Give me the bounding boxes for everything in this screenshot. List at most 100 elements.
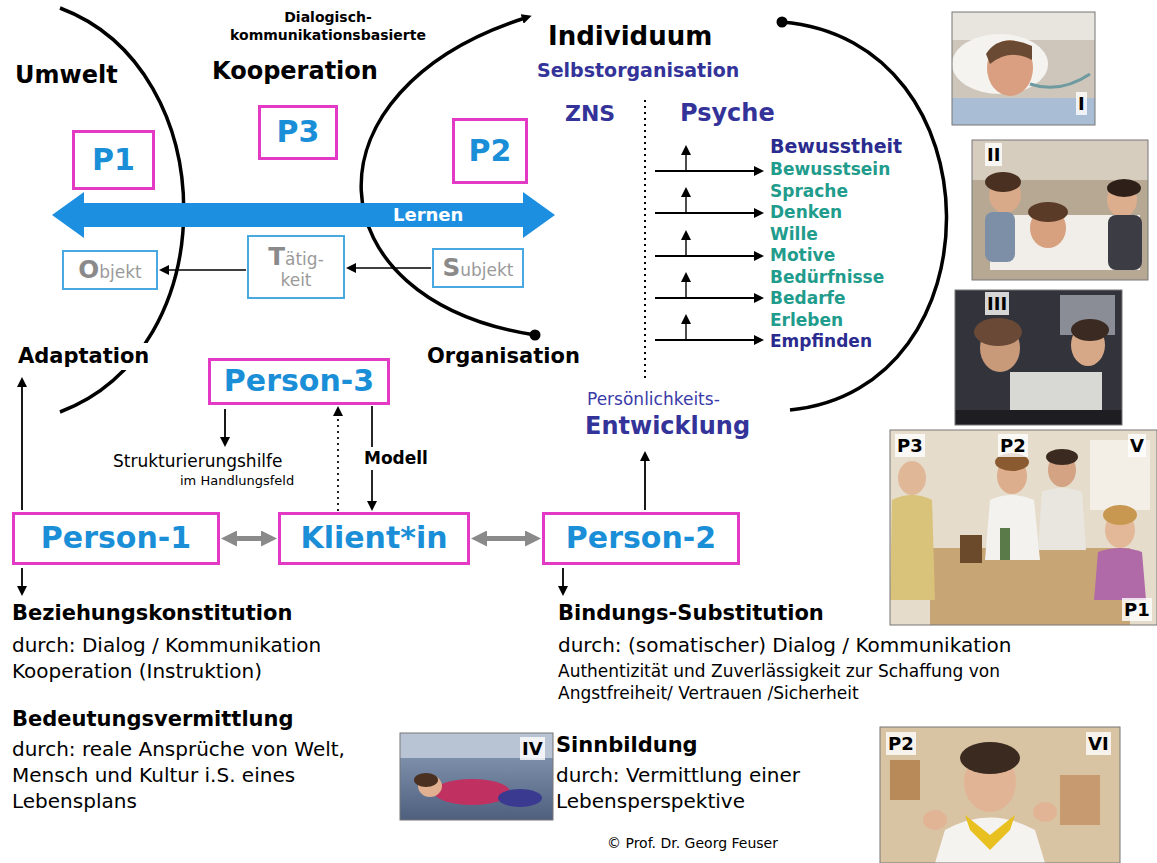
psyche-item: Sprache	[770, 180, 848, 202]
label-holder: Sinnbildung	[556, 732, 698, 759]
label-holder: P1	[1122, 598, 1152, 621]
level-arrows	[655, 152, 757, 340]
box-text: Person-1	[41, 521, 191, 556]
note-label: Persönlichkeits-	[587, 388, 720, 410]
learning-arrow	[52, 192, 555, 238]
label-holder: V	[1128, 434, 1146, 457]
label-holder: III	[985, 292, 1009, 315]
photo-person-tag: P3	[895, 434, 925, 457]
column-label: Psyche	[680, 98, 775, 129]
person-box: Person-2	[542, 512, 740, 565]
activity-box: Subjekt	[432, 248, 524, 288]
label-holder: Psyche	[680, 98, 775, 129]
box-text: Tätig- keit	[260, 243, 332, 291]
label-holder: Organisation	[425, 343, 582, 370]
box-text: Person-3	[224, 364, 374, 399]
label-holder: Bedürfnisse	[770, 266, 884, 288]
label-holder: ZNS	[565, 100, 615, 129]
psyche-item: Bewusstsein	[770, 158, 890, 180]
label-holder: Denken	[770, 201, 842, 223]
box-text: Person-2	[566, 521, 716, 556]
label-holder: IV	[520, 737, 545, 760]
heading-label: Bindungs-Substitution	[558, 600, 824, 627]
phase-box: P3	[258, 105, 338, 160]
heading-label: Sinnbildung	[556, 732, 698, 759]
label-holder: durch: (somatischer) Dialog / Kommunikat…	[558, 632, 1011, 658]
label-holder: Empfinden	[770, 330, 872, 352]
label-holder: durch: reale Ansprüche von Welt, Mensch …	[12, 736, 352, 814]
heading-label: Bedeutungsvermittlung	[12, 706, 294, 733]
label-holder: Entwicklung	[585, 411, 750, 442]
psyche-item: Denken	[770, 201, 842, 223]
activity-box: Objekt	[62, 250, 158, 290]
activity-box: Tätig- keit	[247, 235, 345, 299]
label-holder: Bewusstheit	[770, 134, 902, 159]
label-holder: P2	[886, 732, 916, 755]
psyche-item: Bedarfe	[770, 287, 845, 309]
region-label: Entwicklung	[585, 411, 750, 442]
box-text: Subjekt	[442, 254, 513, 282]
label-holder: Bedarfe	[770, 287, 845, 309]
label-holder: © Prof. Dr. Georg Feuser	[607, 834, 778, 852]
note-label: Strukturierungshilfe	[113, 450, 283, 472]
client-box: Klient*in	[278, 512, 470, 565]
flow-arrow	[353, 267, 431, 269]
box-text: P3	[277, 115, 320, 150]
subtitle-label: Dialogisch- kommunikationsbasierte	[218, 8, 438, 44]
region-label: Organisation	[425, 343, 582, 370]
photo-number: III	[985, 292, 1009, 315]
region-label: Individuum	[548, 20, 712, 54]
label-holder: Beziehungskonstitution	[12, 600, 292, 627]
label-holder: Persönlichkeits-	[587, 388, 720, 410]
photo-number: V	[1128, 434, 1146, 457]
label-holder: Umwelt	[15, 60, 118, 91]
label-holder: P3	[895, 434, 925, 457]
label-holder: Adaptation	[16, 343, 151, 370]
psyche-item: Erleben	[770, 309, 843, 331]
body-text: durch: (somatischer) Dialog / Kommunikat…	[558, 632, 1011, 658]
phase-box: P1	[72, 130, 155, 190]
label-holder: P2	[998, 434, 1028, 457]
label-holder: Strukturierungshilfe	[113, 450, 283, 472]
psyche-item: Empfinden	[770, 330, 872, 352]
photo-illustration	[400, 733, 553, 820]
box-text: Klient*in	[300, 521, 447, 556]
copyright-note: © Prof. Dr. Georg Feuser	[607, 834, 778, 852]
label-holder: Wille	[770, 223, 818, 245]
photo-person-tag: P2	[886, 732, 916, 755]
photo-number: I	[1076, 92, 1087, 115]
photo-person-tag: P1	[1122, 598, 1152, 621]
arc-dot	[777, 17, 788, 28]
label-holder: Dialogisch- kommunikationsbasierte	[218, 8, 438, 44]
person-box: Person-3	[208, 358, 390, 405]
label-holder: Motive	[770, 244, 835, 266]
label-holder: Bindungs-Substitution	[558, 600, 824, 627]
psyche-item: Motive	[770, 244, 835, 266]
body-text: durch: Dialog / Kommunikation Kooperatio…	[12, 632, 412, 684]
relation-arrow	[231, 536, 267, 541]
label-holder: I	[1076, 92, 1087, 115]
photo-illustration	[880, 727, 1120, 863]
psyche-item: Wille	[770, 223, 818, 245]
heading-label: Beziehungskonstitution	[12, 600, 292, 627]
label-holder: Erleben	[770, 309, 843, 331]
label-holder: Kooperation	[212, 56, 378, 87]
arrow-label: Lernen	[393, 203, 463, 226]
column-label: ZNS	[565, 100, 615, 129]
label-holder: Authentizität und Zuverlässigkeit zur Sc…	[558, 660, 1028, 704]
body-text: Authentizität und Zuverlässigkeit zur Sc…	[558, 660, 1028, 704]
photo-illustration	[955, 290, 1122, 425]
label-holder: im Handlungsfeld	[180, 473, 294, 490]
arc-dot	[530, 330, 541, 341]
box-text: Objekt	[78, 256, 141, 284]
label-holder: Selbstorganisation	[537, 58, 739, 83]
label-holder: VI	[1086, 732, 1111, 755]
region-label: Kooperation	[212, 56, 378, 87]
flow-arrow	[166, 269, 246, 271]
photo-person-tag: P2	[998, 434, 1028, 457]
label-holder: Lernen	[393, 203, 463, 226]
photo-illustration	[972, 140, 1148, 280]
note-label: im Handlungsfeld	[180, 473, 294, 490]
label-holder: Bedeutungsvermittlung	[12, 706, 294, 733]
